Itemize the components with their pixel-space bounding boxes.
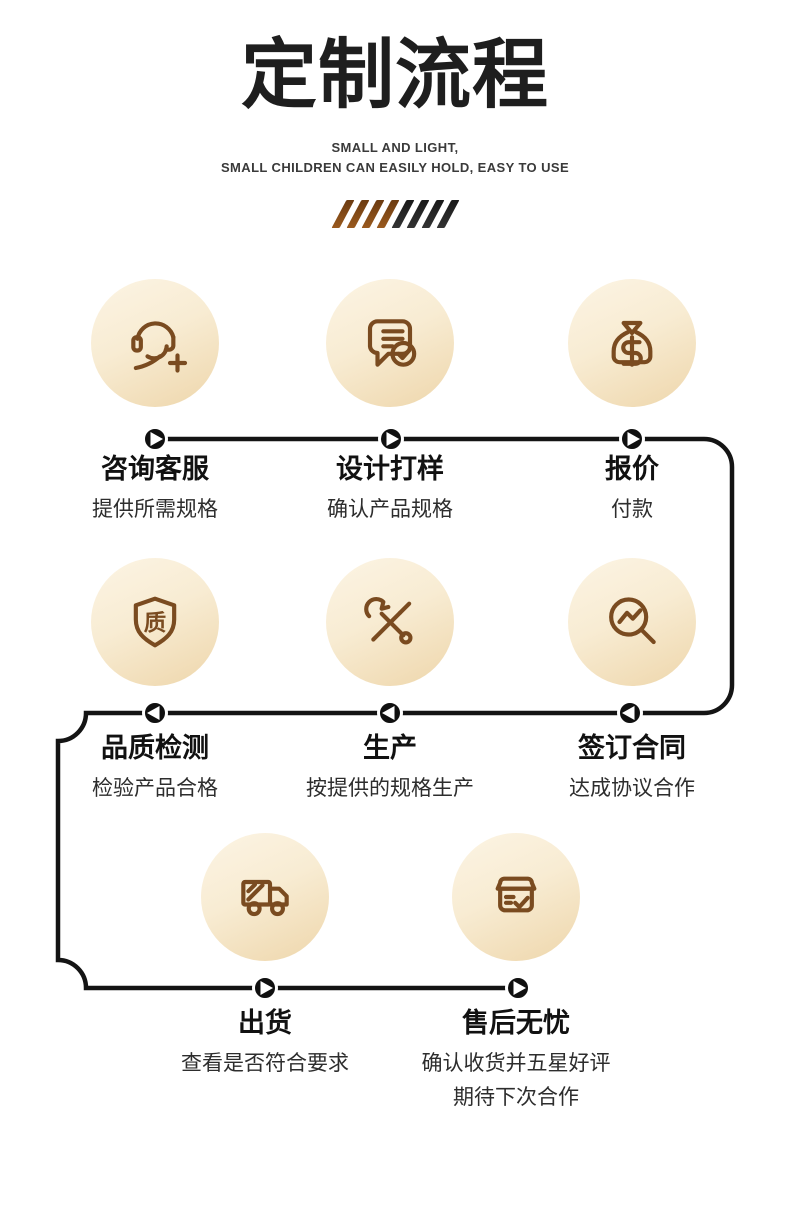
magnifier-trend-icon <box>609 597 656 645</box>
step-contract: 签订合同 达成协议合作 <box>502 558 762 805</box>
design-proof-icon <box>367 319 417 367</box>
step-shipping: 出货 查看是否符合要求 <box>135 833 395 1080</box>
quality-shield-icon: 质 <box>133 596 177 648</box>
step-quote: 报价 付款 <box>502 279 762 526</box>
step-desc: 查看是否符合要求 <box>181 1052 349 1076</box>
step-desc: 提供所需规格 <box>92 498 218 522</box>
step-desc: 付款 <box>611 498 653 522</box>
step-desc-line2: 期待下次合作 <box>453 1085 579 1109</box>
step-title: 售后无忧 <box>462 1008 570 1038</box>
step-design: 设计打样 确认产品规格 <box>260 279 520 526</box>
shield-badge-char: 质 <box>144 610 167 635</box>
step-production: 生产 按提供的规格生产 <box>260 558 520 805</box>
step-desc: 检验产品合格 <box>92 777 218 801</box>
step-title: 签订合同 <box>578 733 686 763</box>
step-desc: 达成协议合作 <box>569 777 695 801</box>
step-title: 咨询客服 <box>101 454 209 484</box>
tools-icon <box>364 597 413 645</box>
subtitle-line1: SMALL AND LIGHT, <box>331 140 459 155</box>
customer-service-icon <box>131 321 188 373</box>
step-quality: 质 品质检测 检验产品合格 <box>25 558 285 805</box>
page-title: 定制流程 <box>241 33 549 118</box>
money-bag-icon <box>611 320 653 367</box>
truck-icon <box>241 879 289 917</box>
step-aftersale: 售后无忧 确认收货并五星好评 期待下次合作 <box>386 833 646 1113</box>
decorative-slashes <box>0 199 790 229</box>
subtitle-line2: SMALL CHILDREN CAN EASILY HOLD, EASY TO … <box>220 160 570 175</box>
step-title: 出货 <box>238 1008 292 1038</box>
step-title: 生产 <box>363 733 417 763</box>
step-title: 报价 <box>605 454 659 484</box>
step-desc: 按提供的规格生产 <box>306 777 474 801</box>
step-title: 设计打样 <box>336 454 444 484</box>
step-consult: 咨询客服 提供所需规格 <box>25 279 285 526</box>
step-desc: 确认收货并五星好评 <box>421 1052 611 1076</box>
package-check-icon <box>495 876 537 913</box>
step-title: 品质检测 <box>101 733 209 763</box>
step-desc: 确认产品规格 <box>327 498 453 522</box>
